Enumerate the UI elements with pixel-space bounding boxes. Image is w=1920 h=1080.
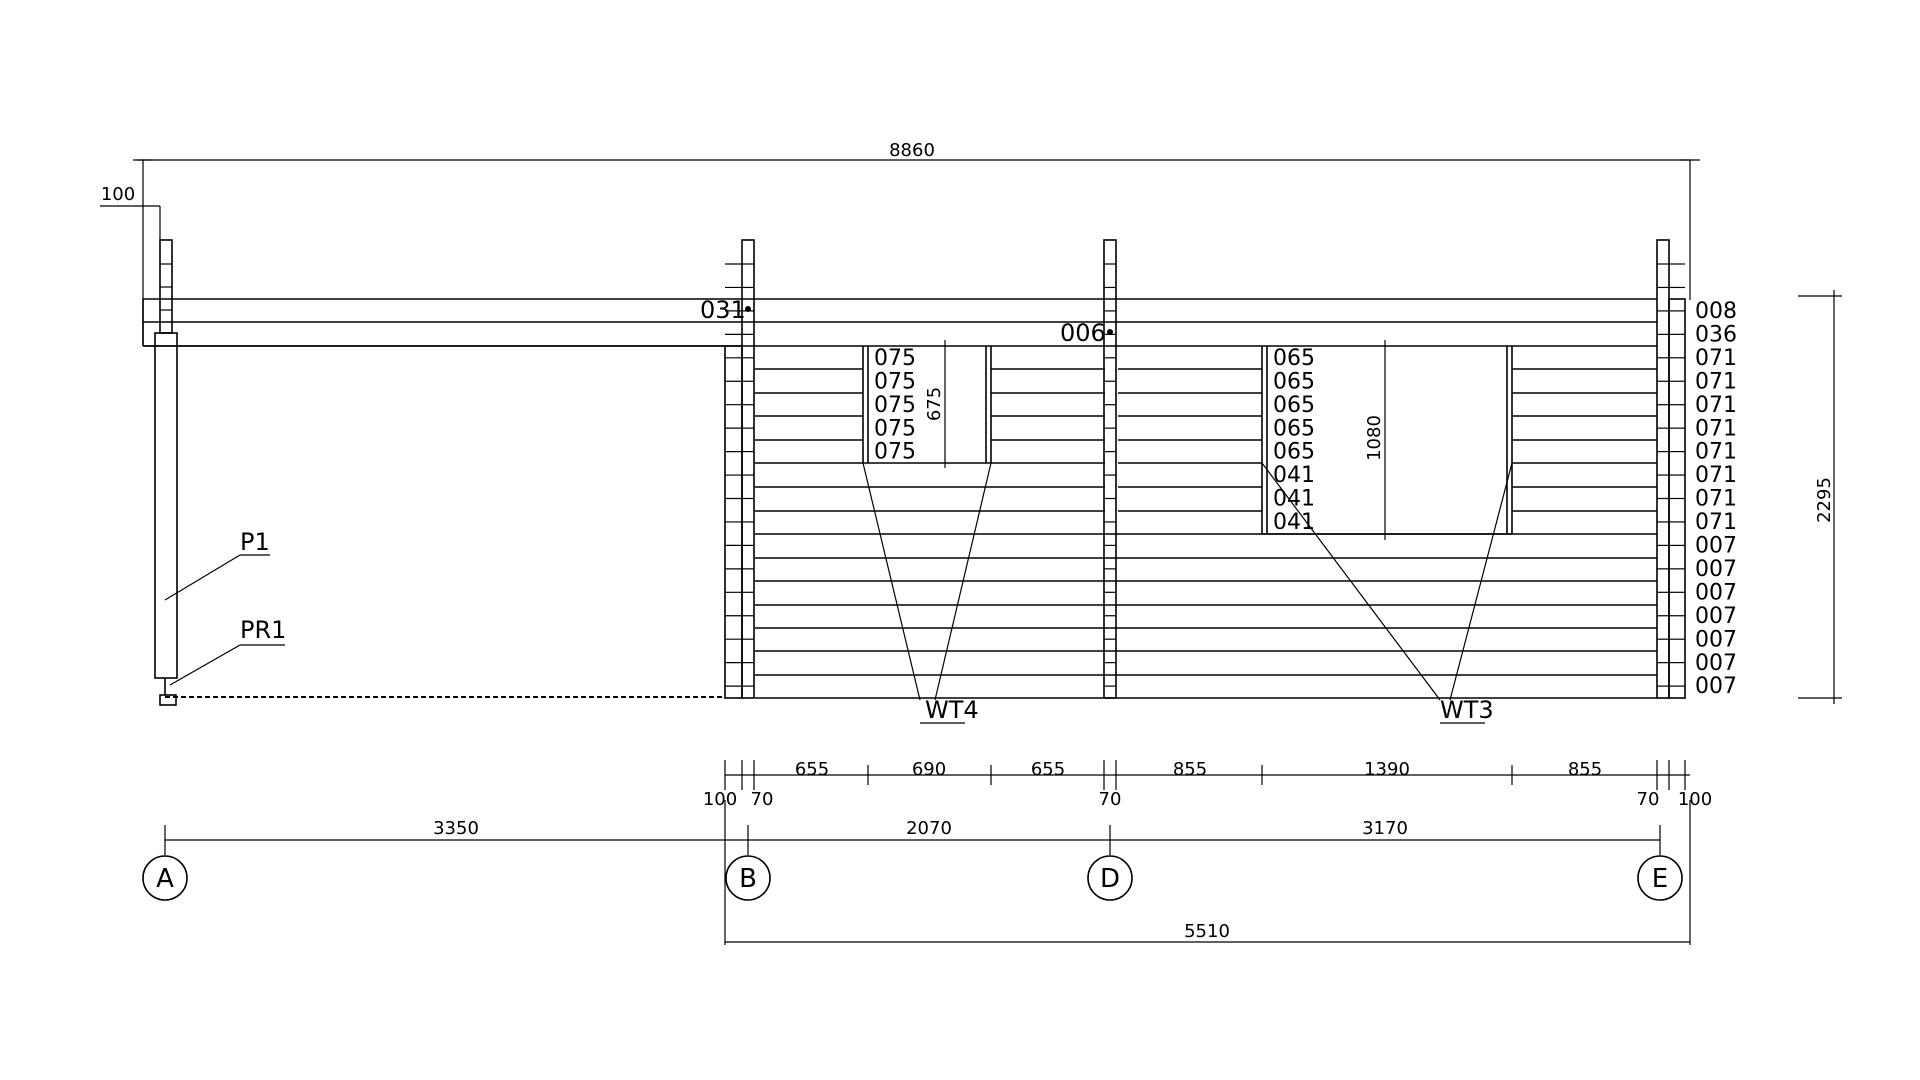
log-row-label: 071 [1695,487,1737,512]
wt3-log-label: 065 [1273,369,1315,394]
wt4-log-label: 075 [874,346,916,371]
label-p1: P1 [240,528,270,556]
dim-left-offset: 100 [101,184,135,205]
log-row-label: 007 [1695,580,1737,605]
label-wt3: WT3 [1440,696,1494,724]
log-row-label: 007 [1695,627,1737,652]
dimension-lines [100,159,1842,945]
log-row-label: 008 [1695,299,1737,324]
wt3-log-label: 041 [1273,487,1315,512]
dim-off-2: 70 [751,789,774,810]
dim-off-3: 70 [1099,789,1122,810]
log-row-label: 071 [1695,510,1737,535]
wt3-log-label: 065 [1273,416,1315,441]
axis-label-a: A [156,864,174,894]
log-row-label: 007 [1695,604,1737,629]
log-row-label: 007 [1695,557,1737,582]
window-openings [862,340,1513,701]
label-pr1: PR1 [240,616,286,644]
dim-span-de: 3170 [1362,818,1408,839]
dim-off-1: 100 [703,789,737,810]
wt4-log-label: 075 [874,393,916,418]
log-row-label: 071 [1695,346,1737,371]
log-row-label: 071 [1695,369,1737,394]
dim-off-5: 100 [1678,789,1712,810]
wt3-log-label: 065 [1273,346,1315,371]
axis-label-d: D [1100,864,1120,894]
dimension-text: 8860 100 2295 675 1080 655 690 655 855 1… [101,140,1835,942]
dim-height: 2295 [1814,477,1835,523]
log-course-labels: 0080360710710710710710710710710070070070… [1695,299,1737,699]
log-row-label: 007 [1695,651,1737,676]
marker-b-label: 031 [700,296,746,324]
dim-window-wt3: 1080 [1364,415,1385,461]
axis-bubbles: A B D E [142,855,1683,901]
marker-dot-d [1107,329,1113,335]
dim-span-ab: 3350 [433,818,479,839]
axis-label-e: E [1652,864,1668,894]
wall-posts [154,239,1686,706]
dim-window-wt4: 675 [924,387,945,421]
dim-overall: 8860 [889,140,935,161]
post-log-ticks [725,263,1685,687]
log-row-label: 071 [1695,463,1737,488]
wt4-log-label: 075 [874,416,916,441]
log-row-label: 036 [1695,322,1737,347]
dim-seg-2: 690 [912,759,946,780]
marker-dot-b [745,306,751,312]
floor-line [142,299,722,698]
dim-total-right: 5510 [1184,921,1230,942]
dim-seg-1: 655 [795,759,829,780]
wt3-log-label: 041 [1273,510,1315,535]
wt4-log-label: 075 [874,369,916,394]
dim-off-4: 70 [1637,789,1660,810]
wt4-log-label: 075 [874,440,916,465]
dim-seg-6: 855 [1568,759,1602,780]
leader-labels: P1 PR1 WT4 WT3 031 006 [164,296,1494,724]
label-wt4: WT4 [925,696,979,724]
log-row-label: 071 [1695,416,1737,441]
marker-d-label: 006 [1060,319,1106,347]
wt3-log-label: 041 [1273,463,1315,488]
log-row-label: 007 [1695,534,1737,559]
log-row-label: 007 [1695,674,1737,699]
log-row-label: 071 [1695,393,1737,418]
wt3-log-label: 065 [1273,440,1315,465]
axis-label-b: B [739,864,757,894]
dim-seg-5: 1390 [1364,759,1410,780]
dim-seg-4: 855 [1173,759,1207,780]
wt3-log-label: 065 [1273,393,1315,418]
dim-span-bd: 2070 [906,818,952,839]
dim-seg-3: 655 [1031,759,1065,780]
log-row-label: 071 [1695,440,1737,465]
